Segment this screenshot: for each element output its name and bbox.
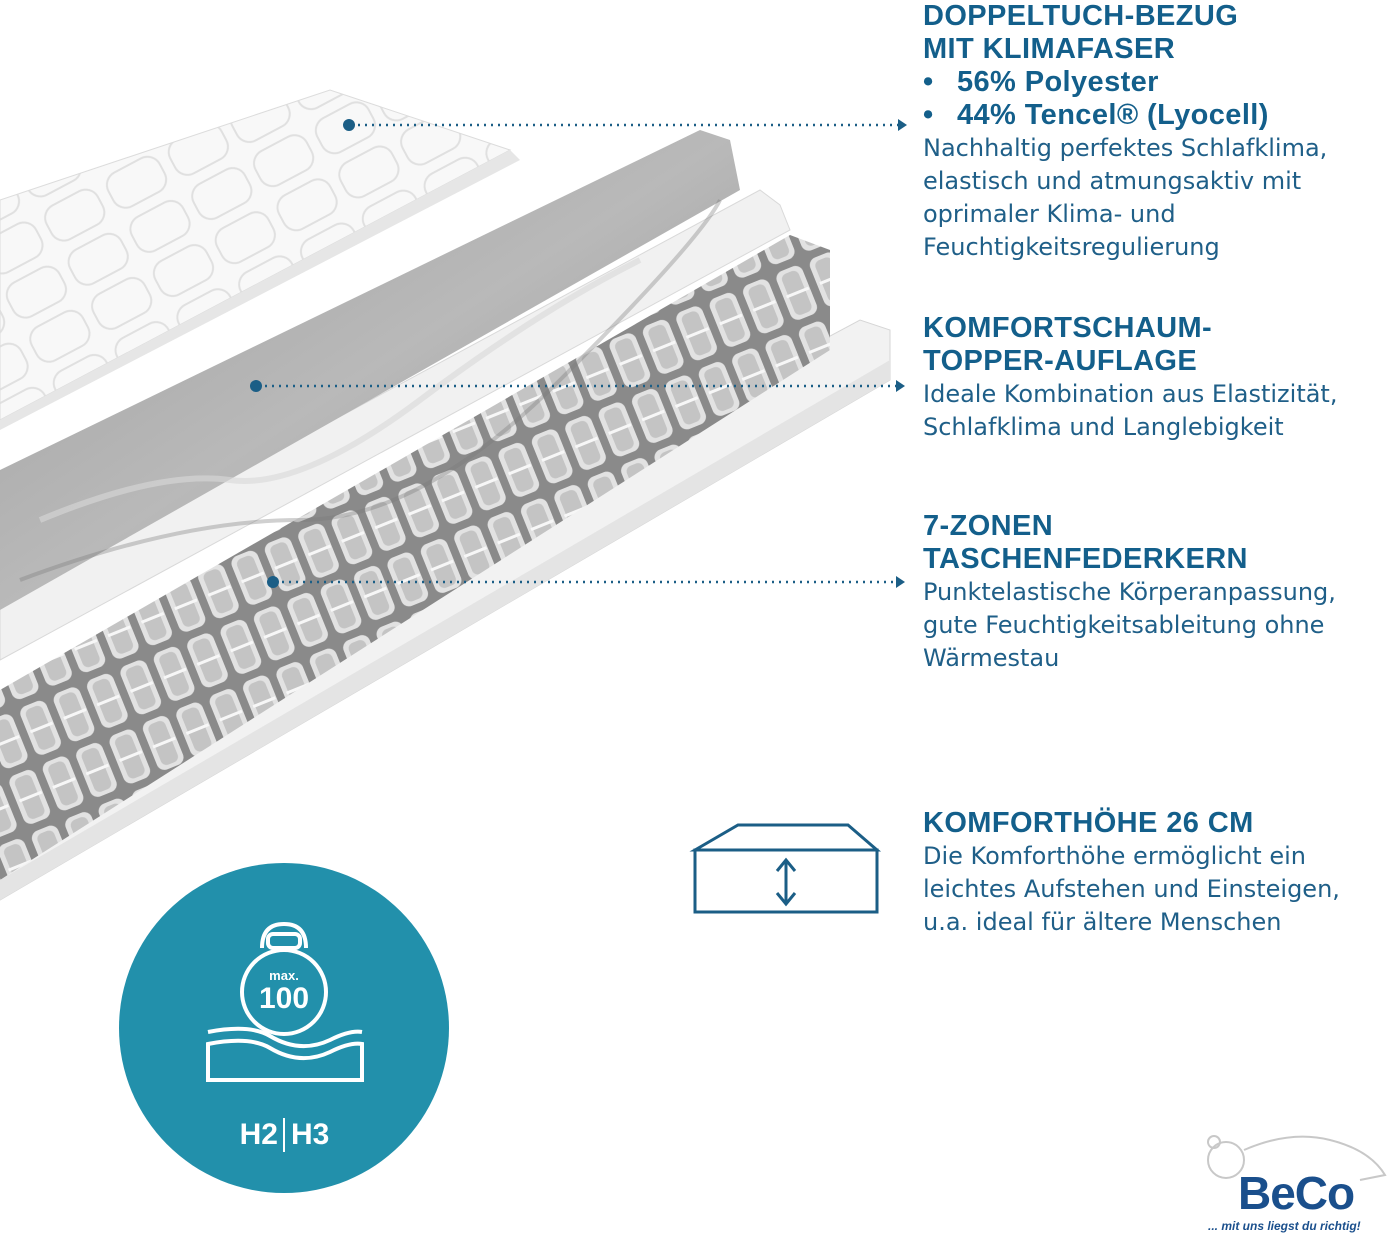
- brand-tagline: ... mit uns liegst du richtig!: [1208, 1219, 1361, 1233]
- feature-heading: KOMFORTSCHAUM- TOPPER-AUFLAGE: [923, 312, 1337, 378]
- description-line: oprimaler Klima- und: [923, 200, 1176, 228]
- heading-line: TASCHENFEDERKERN: [923, 543, 1248, 575]
- feature-description: Ideale Kombination aus Elastizität, Schl…: [923, 378, 1337, 444]
- heading-line: TOPPER-AUFLAGE: [923, 345, 1198, 377]
- feature-topper: KOMFORTSCHAUM- TOPPER-AUFLAGE Ideale Kom…: [923, 312, 1337, 444]
- description-line: Nachhaltig perfektes Schlafklima,: [923, 134, 1328, 162]
- badge-weight-value: 100: [258, 982, 310, 1015]
- feature-cover: DOPPELTUCH-BEZUG MIT KLIMAFASER • 56% Pol…: [923, 0, 1327, 264]
- bullet-dot: •: [923, 66, 934, 98]
- description-line: Feuchtigkeitsregulierung: [923, 233, 1220, 261]
- mattress-cutaway: [0, 89, 891, 901]
- description-line: gute Feuchtigkeitsableitung ohne: [923, 611, 1325, 639]
- firmness-badge: [119, 863, 449, 1193]
- feature-description: Nachhaltig perfektes Schlafklima, elasti…: [923, 132, 1327, 264]
- description-line: Die Komforthöhe ermöglicht ein: [923, 842, 1306, 870]
- feature-height: KOMFORTHÖHE 26 CM Die Komforthöhe ermögl…: [923, 807, 1340, 939]
- badge-firmness-h3: H3: [291, 1118, 330, 1151]
- description-line: Schlafklima und Langlebigkeit: [923, 413, 1284, 441]
- badge-weight-prefix: max.: [269, 968, 299, 983]
- feature-springs: 7-ZONEN TASCHENFEDERKERN Punktelastische…: [923, 510, 1336, 675]
- description-line: leichtes Aufstehen und Einsteigen,: [923, 875, 1340, 903]
- bullet-dot: •: [923, 99, 934, 131]
- feature-heading: 7-ZONEN TASCHENFEDERKERN: [923, 510, 1336, 576]
- callout-leader-cover: [343, 119, 907, 131]
- feature-heading: DOPPELTUCH-BEZUG MIT KLIMAFASER • 56% Pol…: [923, 0, 1327, 132]
- description-line: u.a. ideal für ältere Menschen: [923, 908, 1282, 936]
- feature-heading: KOMFORTHÖHE 26 CM: [923, 807, 1340, 840]
- kettlebell-icon: [240, 921, 328, 1036]
- heading-line: DOPPELTUCH-BEZUG: [923, 0, 1239, 32]
- mattress-height-icon: [689, 823, 882, 914]
- heading-line: KOMFORTHÖHE 26 CM: [923, 807, 1254, 839]
- description-line: Ideale Kombination aus Elastizität,: [923, 380, 1338, 408]
- bullet-item: • 44% Tencel® (Lyocell): [923, 99, 1327, 132]
- callout-leader-topper: [250, 380, 905, 392]
- bullet-text: 44% Tencel® (Lyocell): [957, 99, 1269, 131]
- heading-line: KOMFORTSCHAUM-: [923, 312, 1213, 344]
- brand-name: BeCo: [1238, 1167, 1355, 1219]
- description-line: Wärmestau: [923, 644, 1060, 672]
- description-line: elastisch und atmungsaktiv mit: [923, 167, 1302, 195]
- mattress-wave-icon: [206, 1026, 364, 1082]
- feature-description: Punktelastische Körperanpassung, gute Fe…: [923, 576, 1336, 675]
- feature-description: Die Komforthöhe ermöglicht ein leichtes …: [923, 840, 1340, 939]
- bullet-item: • 56% Polyester: [923, 66, 1327, 99]
- callout-leader-springs: [267, 576, 905, 588]
- badge-firmness-h2: H2: [239, 1118, 278, 1151]
- heading-line: MIT KLIMAFASER: [923, 33, 1176, 65]
- description-line: Punktelastische Körperanpassung,: [923, 578, 1336, 606]
- bullet-text: 56% Polyester: [957, 66, 1159, 98]
- heading-line: 7-ZONEN: [923, 510, 1054, 542]
- beco-bear-logo: [1207, 1135, 1387, 1181]
